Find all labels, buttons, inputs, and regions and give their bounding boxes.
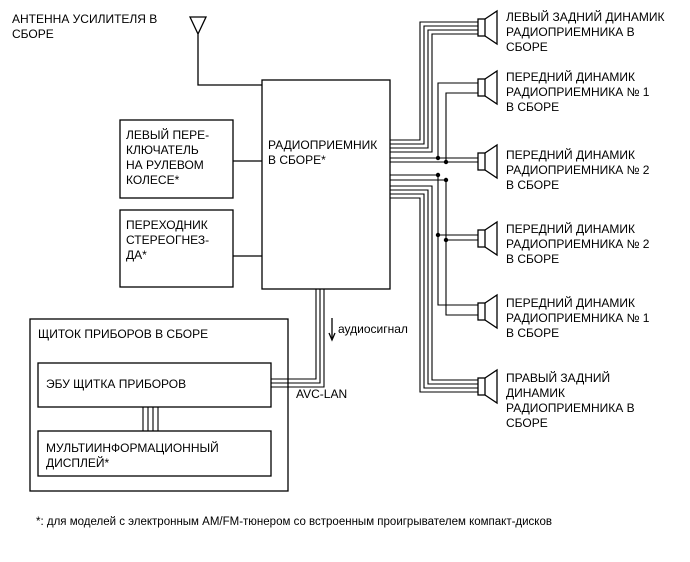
- radio-receiver-box: [261, 79, 391, 290]
- stereo-jack-label: ПЕРЕХОДНИК СТЕРЕОГНЕЗ- ДА*: [126, 218, 210, 262]
- footnote: *: для моделей с электронным AM/FM-тюнер…: [36, 516, 552, 528]
- antenna-wire: [197, 41, 262, 86]
- junction-dots: [435, 155, 449, 243]
- speaker-3-icon: [477, 143, 498, 180]
- multi-display-box: [37, 430, 272, 477]
- speaker-3-label: ПЕРЕДНИЙ ДИНАМИК РАДИОПРИЕМНИКА № 2 В СБ…: [506, 148, 650, 192]
- multi-display-label: МУЛЬТИИНФОРМАЦИОННЫЙ ДИСПЛЕЙ*: [46, 441, 219, 470]
- avc-lan-bundle: [271, 289, 325, 388]
- antenna-icon: [188, 16, 208, 41]
- speaker-6-label: ПРАВЫЙ ЗАДНИЙ ДИНАМИК РАДИОПРИЕМНИКА В С…: [506, 371, 635, 430]
- stereo-jack-box: [119, 209, 234, 288]
- speaker-5-label: ПЕРЕДНИЙ ДИНАМИК РАДИОПРИЕМНИКА № 1 В СБ…: [506, 296, 650, 340]
- combination-meter-box: [29, 318, 289, 492]
- audio-signal-arrowhead: [328, 332, 336, 342]
- combination-meter-title: ЩИТОК ПРИБОРОВ В СБОРЕ: [38, 327, 209, 341]
- audio-signal-label: аудиосигнал: [338, 322, 408, 336]
- speaker-4-icon: [477, 220, 498, 257]
- speaker-6-icon: [477, 368, 498, 405]
- speaker-1-label: ЛЕВЫЙ ЗАДНИЙ ДИНАМИК РАДИОПРИЕМНИКА В СБ…: [506, 10, 665, 54]
- meter-ecu-label: ЭБУ ЩИТКА ПРИБОРОВ: [46, 377, 187, 391]
- speaker-4-label: ПЕРЕДНИЙ ДИНАМИК РАДИОПРИЕМНИКА № 2 В СБ…: [506, 222, 650, 266]
- steering-switch-label: ЛЕВЫЙ ПЕРЕ- КЛЮЧАТЕЛЬ НА РУЛЕВОМ КОЛЕСЕ*: [126, 128, 210, 187]
- speaker-wiring: [390, 21, 478, 393]
- avc-lan-label: AVC-LAN: [296, 387, 348, 401]
- speaker-1-icon: [477, 9, 498, 46]
- speaker-2-label: ПЕРЕДНИЙ ДИНАМИК РАДИОПРИЕМНИКА № 1 В СБ…: [506, 70, 650, 114]
- speaker-2-icon: [477, 69, 498, 106]
- internal-bus: [142, 407, 159, 431]
- speaker-5-icon: [477, 293, 498, 330]
- meter-ecu-box: [37, 362, 272, 408]
- radio-receiver-label: РАДИОПРИЕМНИК В СБОРЕ*: [268, 138, 378, 167]
- steering-switch-box: [119, 119, 234, 199]
- antenna-label: АНТЕННА УСИЛИТЕЛЯ В СБОРЕ: [12, 12, 158, 41]
